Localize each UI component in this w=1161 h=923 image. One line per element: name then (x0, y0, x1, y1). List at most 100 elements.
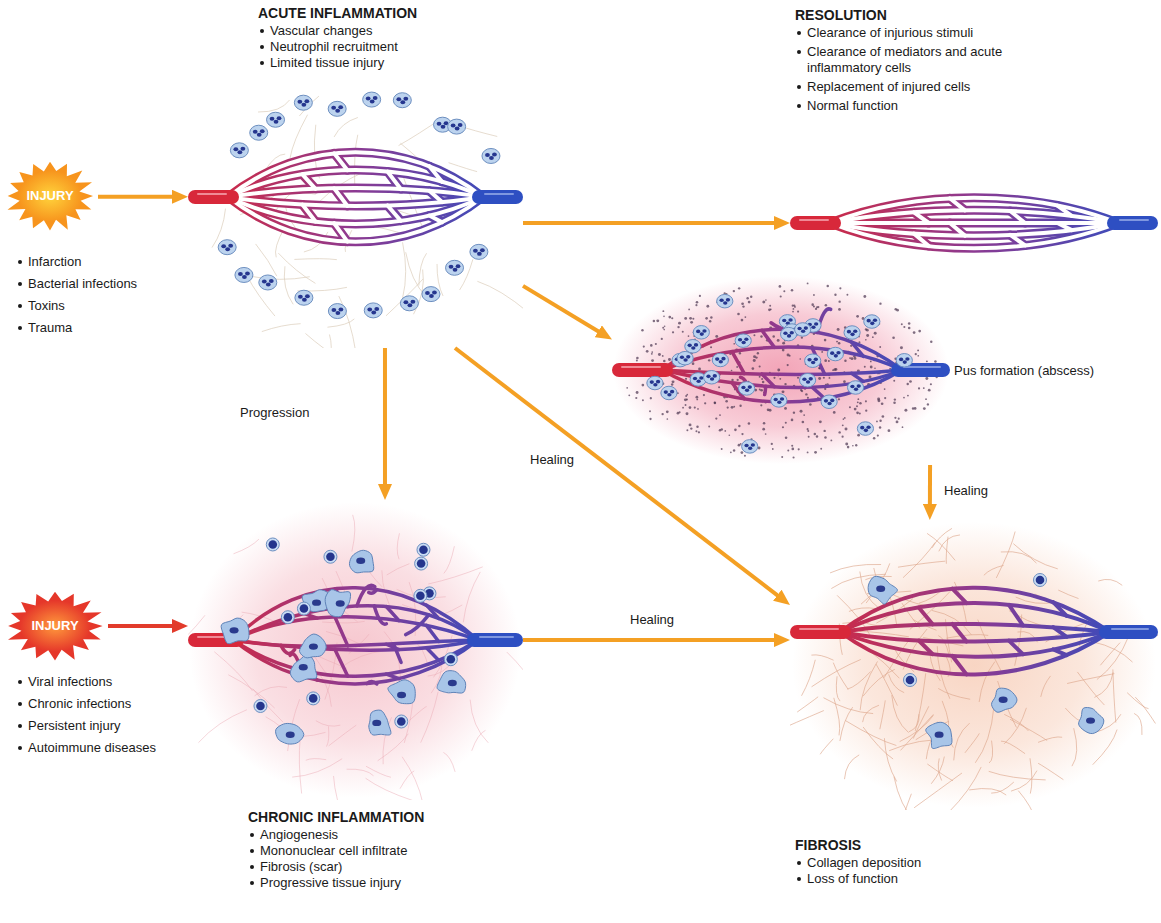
neutrophil (827, 347, 843, 361)
node-heading: RESOLUTION (795, 6, 1045, 24)
blood-vessels (195, 585, 516, 684)
neutrophil (821, 395, 837, 409)
tissue-glow (189, 502, 521, 798)
lymphocyte (307, 692, 320, 705)
bullet-item: Toxins (16, 298, 216, 314)
bullet-item: Progressive tissue injury (248, 875, 508, 891)
starburst-label: INJURY (26, 188, 73, 204)
blood-vessels (797, 588, 1151, 675)
neutrophil (896, 354, 912, 368)
text-group: InfarctionBacterial infectionsToxinsTrau… (16, 254, 216, 342)
neutrophil (795, 323, 811, 337)
neutrophil (742, 440, 758, 454)
lymphocyte (904, 674, 917, 687)
tissue-fibers (790, 528, 1158, 810)
lymphocyte (281, 611, 294, 624)
edge-label: Healing (528, 452, 576, 468)
neutrophil (482, 148, 500, 163)
flow-arrow (523, 286, 605, 336)
vessel-illustration (790, 178, 1158, 268)
blood-vessels (195, 152, 516, 242)
neutrophil (717, 294, 733, 308)
macrophage (369, 710, 391, 735)
lymphocyte (324, 550, 337, 563)
neutrophil (422, 287, 440, 302)
blood-vessels (797, 198, 1151, 249)
macrophage (991, 688, 1017, 712)
neutrophil (295, 290, 313, 305)
shape-text-area: INJURY (2, 158, 98, 234)
neutrophil (864, 315, 880, 329)
neutrophil (363, 92, 381, 107)
bullet-item: Autoimmune diseases (16, 740, 216, 756)
macrophage (290, 654, 317, 682)
neutrophil (235, 267, 253, 282)
macrophage (388, 680, 415, 704)
bullet-item: Viral infections (16, 674, 216, 690)
tissue-illustration: RESOLUTIONClearance of injurious stimuli… (790, 178, 1158, 268)
flow-arrow (928, 465, 932, 512)
neutrophil (259, 275, 277, 290)
vessel-illustration (612, 275, 950, 465)
bullet-item: Angiogenesis (248, 827, 508, 843)
neutrophil (857, 422, 873, 436)
neutrophil (685, 340, 701, 354)
lymphocyte (414, 589, 427, 602)
neutrophil (328, 101, 346, 116)
macrophage (299, 634, 326, 658)
bullet-item: Vascular changes (258, 23, 518, 39)
tissue-illustration: FIBROSISCollagen depositionLoss of funct… (790, 520, 1158, 810)
flow-arrow (523, 638, 782, 642)
neutrophil (328, 304, 346, 319)
bullet-item: Clearance of injurious stimuli (795, 25, 1045, 41)
lymphocyte (297, 602, 310, 615)
text-group: CHRONIC INFLAMMATIONAngiogenesisMononucl… (248, 808, 508, 891)
node-heading: CHRONIC INFLAMMATION (248, 808, 508, 826)
neutrophil (470, 244, 488, 259)
vessel-illustration (188, 500, 523, 800)
lymphocyte (444, 653, 457, 666)
neutrophil (771, 394, 787, 408)
text-group: Viral infectionsChronic infectionsPersis… (16, 674, 216, 762)
bullet-item: Mononuclear cell infiltrate (248, 843, 508, 859)
flow-arrow (523, 221, 782, 225)
bullet-item: Replacement of injured cells (795, 79, 1045, 95)
tissue-fibers (188, 515, 523, 800)
macrophage (1079, 708, 1104, 734)
shape-text-area: INJURY (2, 588, 108, 664)
macrophage (276, 723, 304, 744)
neutrophil (267, 112, 285, 127)
tissue-glow (613, 276, 949, 464)
edge-label: Healing (942, 483, 990, 499)
flow-arrow (383, 348, 387, 492)
macrophage (349, 550, 373, 573)
bullet-item: Chronic infections (16, 696, 216, 712)
node-label: Pus formation (abscess) (954, 363, 1124, 379)
neutrophil (735, 334, 751, 348)
neutrophil (393, 93, 411, 108)
tissue-fibers (212, 96, 523, 348)
flow-arrow (98, 195, 180, 199)
neutrophil (218, 240, 236, 255)
neutrophil (446, 260, 464, 275)
bullet-item: Normal function (795, 98, 1045, 114)
bullet-item: Limited tissue injury (258, 55, 518, 71)
bullet-item: Trauma (16, 320, 216, 336)
text-group: Pus formation (abscess) (954, 363, 1124, 379)
neutrophil (739, 382, 755, 396)
tissue-illustration: Pus formation (abscess) (612, 275, 950, 465)
neutrophil (805, 354, 821, 368)
tissue-illustration: CHRONIC INFLAMMATIONAngiogenesisMononucl… (188, 500, 523, 800)
neutrophil (364, 303, 382, 318)
bullet-item: Fibrosis (scar) (248, 859, 508, 875)
neutrophil (844, 326, 860, 340)
vessel-illustration (790, 520, 1158, 810)
flow-arrow (108, 624, 180, 628)
lymphocyte (1034, 574, 1047, 587)
tissue-illustration: ACUTE INFLAMMATIONVascular changesNeutro… (188, 78, 523, 348)
tissue-glow (792, 522, 1156, 808)
neutrophil (250, 125, 268, 140)
macrophage (325, 590, 350, 617)
edge-label: Progression (238, 405, 311, 421)
